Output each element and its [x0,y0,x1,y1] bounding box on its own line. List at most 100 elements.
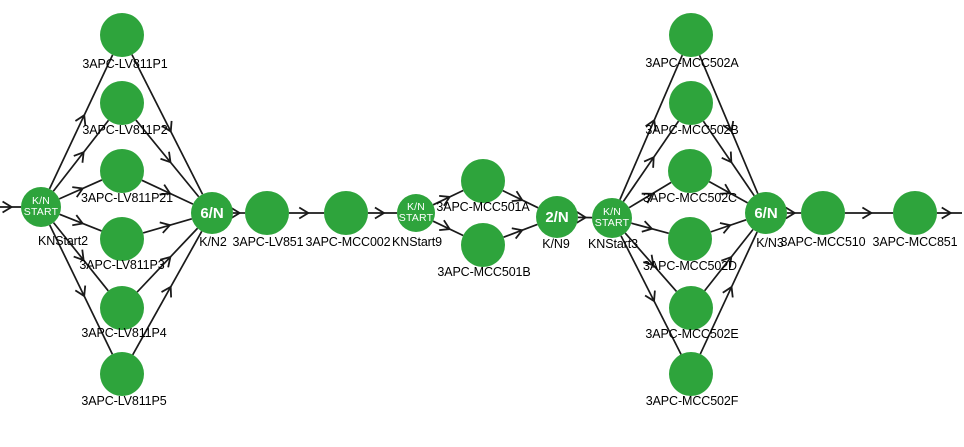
node-label-KNStart3: KNStart3 [588,237,638,251]
arrowhead-icon [2,200,14,214]
edge-KNStart2-LV811P2 [52,119,110,192]
arrowhead-icon [159,255,172,268]
node-LV851[interactable] [245,191,289,235]
arrowhead-icon [159,184,172,196]
node-MCC510[interactable] [801,191,845,235]
node-MCC502A[interactable] [669,13,713,57]
arrowhead-icon [643,155,655,168]
arrowhead-icon [722,120,735,133]
arrowhead-icon [230,206,242,220]
node-label-MCC502B: 3APC-MCC502B [645,123,739,137]
node-label-KN2: K/N2 [199,235,227,249]
arrowhead-icon [511,227,524,240]
node-MCC501A[interactable] [461,159,505,203]
node-label-MCC501B: 3APC-MCC501B [437,265,531,279]
edge-MCC502B-KN3 [702,120,755,197]
node-label-LV811P4: 3APC-LV811P4 [81,326,167,340]
node-label-MCC510: 3APC-MCC510 [780,235,866,249]
node-inner-text: K/N [602,205,622,218]
node-label-MCC502F: 3APC-MCC502F [645,394,739,408]
arrowhead-icon [298,206,310,220]
node-LV811P5[interactable] [100,352,144,396]
edge-KNStart3-MCC502C [628,181,672,209]
node-label-MCC502C: 3APC-MCC502C [643,191,737,205]
edge-MCC502A-KN3 [698,54,759,194]
node-MCC502E[interactable] [669,286,713,330]
edge-LV811P5-KN2 [131,230,203,356]
edge-MCC502E-KN3 [703,228,754,292]
edge-KNStart2-LV811P3 [59,213,102,232]
node-KN2[interactable]: 6/N [191,192,233,234]
node-LV811P1[interactable] [100,13,144,57]
node-MCC502B[interactable] [669,81,713,125]
node-LV811P3[interactable] [100,217,144,261]
edge-KNStart2-LV811P5 [48,224,114,355]
edge-LV811P1-KN2 [131,54,204,195]
edge-KNStart3-MCC502E [624,232,678,293]
node-label-LV811P5: 3APC-LV811P5 [81,394,167,408]
node-label-KNStart9: KNStart9 [392,235,442,249]
arrowhead-icon [160,151,172,164]
arrowhead-icon [73,150,85,163]
node-inner-text: 2/N [545,208,569,226]
node-MCC502D[interactable] [668,217,712,261]
node-inner-text: 6/N [754,204,778,222]
arrowhead-icon [721,151,733,164]
edge-LV811P3-KN2 [142,218,193,234]
node-label-LV811P21: 3APC-LV811P21 [80,191,174,205]
arrowhead-icon [641,220,654,233]
node-MCC501B[interactable] [461,223,505,267]
node-KN3[interactable]: 6/N [745,192,787,234]
node-LV811P21[interactable] [100,149,144,193]
node-label-KN3: K/N3 [756,236,784,250]
node-KN9[interactable]: 2/N [536,196,578,238]
arrowhead-icon [643,254,655,267]
node-label-KN9: K/N9 [542,237,570,251]
node-LV811P4[interactable] [100,286,144,330]
node-LV811P2[interactable] [100,81,144,125]
arrowhead-icon [159,221,172,234]
arrowhead-icon [644,290,656,303]
edge-LV811P4-KN2 [136,227,199,293]
node-MCC851[interactable] [893,191,937,235]
node-label-LV811P3: 3APC-LV811P3 [79,258,165,272]
node-inner-text: K/N [31,194,51,207]
arrowhead-icon [511,190,524,202]
node-MCC502C[interactable] [668,149,712,193]
node-inner-text: START [23,206,59,218]
node-inner-text: START [398,212,434,224]
arrowhead-icon [72,214,85,227]
edge-MCC502D-KN3 [710,218,747,233]
arrowhead-icon [719,183,732,195]
node-label-MCC502E: 3APC-MCC502E [645,327,739,341]
edge-KNStart3-MCC502B [622,120,680,202]
node-label-MCC502A: 3APC-MCC502A [645,56,739,70]
node-label-LV811P2: 3APC-LV811P2 [82,123,168,137]
arrowhead-icon [439,194,452,207]
arrowhead-icon [719,222,732,234]
edge-KNStart2-LV811P21 [58,179,103,200]
arrowhead-icon [941,206,953,220]
arrowhead-icon [722,285,734,298]
node-label-KNStart2: KNStart2 [38,234,88,248]
node-label-MCC502D: 3APC-MCC502D [643,259,737,273]
edge-MCC502C-KN3 [708,180,749,204]
edge-KNStart3-MCC502F [620,235,682,355]
arrowhead-icon [439,219,452,232]
node-MCC002[interactable] [324,191,368,235]
edge-MCC502F-KN3 [699,231,758,355]
node-label-MCC851: 3APC-MCC851 [872,235,958,249]
arrowhead-icon [645,118,657,131]
edge-MCC501B-KN9 [503,223,538,239]
edge-MCC501A-KN9 [502,189,539,209]
arrowhead-icon [161,285,173,298]
edge-KNStart3-MCC502D [631,222,669,235]
node-inner-text: START [594,217,630,229]
edge-KNStart2-LV811P4 [52,222,109,292]
node-label-LV811P1: 3APC-LV811P1 [82,57,168,71]
node-MCC502F[interactable] [669,352,713,396]
